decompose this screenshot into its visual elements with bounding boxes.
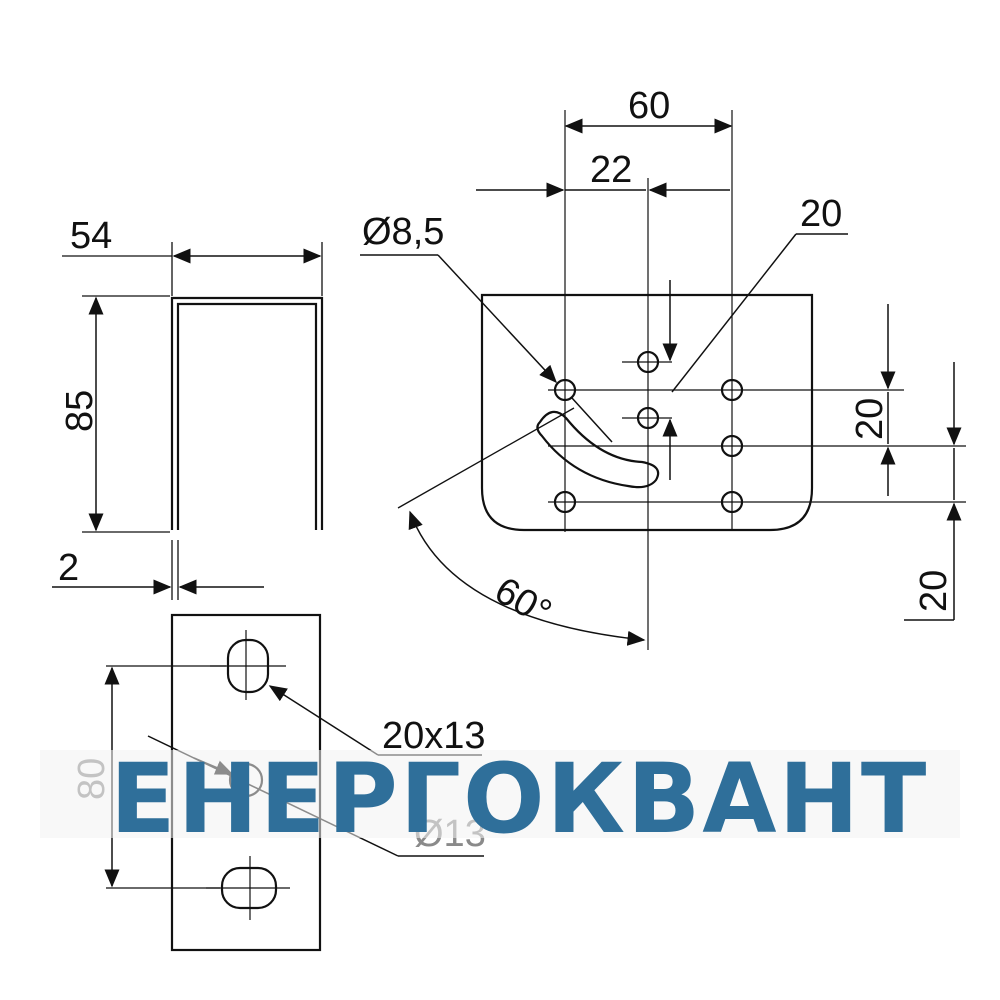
dim-slot-20: 20 [800,193,842,235]
dim-height-85: 85 [59,390,101,432]
dim-span-60: 60 [628,85,670,127]
side-view [360,110,966,650]
front-view [52,242,324,600]
watermark-logo: ЕНЕРГОКВАНТ [110,743,928,855]
dim-hole-d85: Ø8,5 [362,211,444,253]
dim-thickness-2: 2 [58,547,79,589]
dim-pitch-20-b: 20 [913,570,955,612]
dim-width-54: 54 [70,215,112,257]
watermark-band [40,750,960,838]
dim-offset-22: 22 [590,149,632,191]
dim-angle-60: 60° [488,569,559,634]
dim-pitch-20-a: 20 [849,398,891,440]
